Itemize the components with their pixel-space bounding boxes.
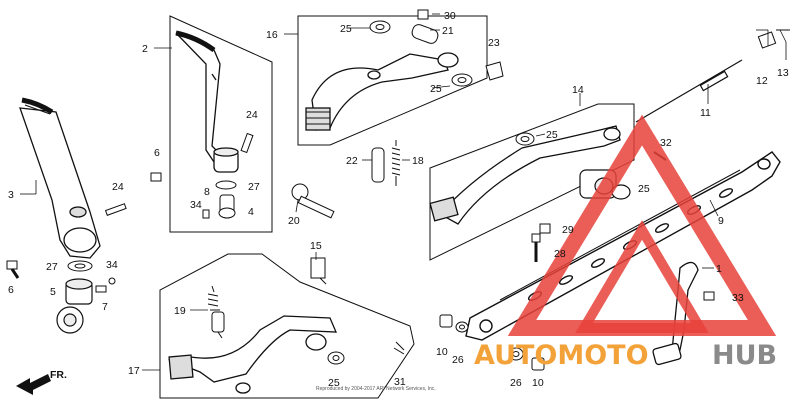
spring-18 xyxy=(391,140,401,186)
callout-25: 25 xyxy=(328,377,340,389)
callout-25: 25 xyxy=(546,129,558,141)
bolt-29-28 xyxy=(531,223,551,262)
callout-23: 23 xyxy=(488,37,500,49)
washer-25-shift xyxy=(327,351,345,365)
leader-lines xyxy=(20,13,787,371)
cotter-31 xyxy=(393,341,405,355)
callout-24: 24 xyxy=(112,181,124,193)
callout-21: 21 xyxy=(442,25,454,37)
washer-25-change xyxy=(515,132,535,146)
callout-8: 8 xyxy=(204,186,210,198)
spring-19 xyxy=(207,285,225,339)
callout-18: 18 xyxy=(412,155,424,167)
callout-13: 13 xyxy=(777,67,789,79)
callout-25: 25 xyxy=(340,23,352,35)
callout-3: 3 xyxy=(8,189,14,201)
kick-lever-2 xyxy=(175,30,239,173)
callout-11: 11 xyxy=(700,107,711,119)
callout-2: 2 xyxy=(142,43,148,55)
callout-33: 33 xyxy=(732,292,744,304)
callout-12: 12 xyxy=(756,75,768,87)
callout-22: 22 xyxy=(346,155,358,167)
nut-30 xyxy=(417,9,429,20)
washer-25-lower xyxy=(451,73,473,87)
watermark-brand-left: AUTOMOTO xyxy=(474,340,649,371)
cable-end-12 xyxy=(757,31,777,49)
washer-27-mid xyxy=(215,180,237,190)
watermark-brand-right: HUB xyxy=(712,340,777,371)
collar-22 xyxy=(371,147,385,183)
cable-11 xyxy=(635,59,743,123)
callout-14: 14 xyxy=(572,84,584,96)
pivot-bolt-20 xyxy=(291,183,335,219)
callout-34: 34 xyxy=(106,259,118,271)
clip-15 xyxy=(310,257,327,285)
callout-34: 34 xyxy=(190,199,202,211)
callout-27: 27 xyxy=(46,261,58,273)
callout-5: 5 xyxy=(50,286,56,298)
callout-20: 20 xyxy=(288,215,300,227)
callout-32: 32 xyxy=(660,137,672,149)
callout-29: 29 xyxy=(562,224,574,236)
washer-27-left xyxy=(67,260,93,272)
bolt-6-mid xyxy=(150,172,162,182)
bolt-24-mid xyxy=(240,132,254,154)
clip-34-left xyxy=(108,277,116,285)
brake-pedal-16 xyxy=(305,52,459,131)
front-marker-text: FR. xyxy=(50,369,67,381)
callout-6: 6 xyxy=(8,284,14,296)
nut-10-right xyxy=(531,357,545,371)
callout-10: 10 xyxy=(532,377,544,389)
callout-6: 6 xyxy=(154,147,160,159)
pin-34-mid xyxy=(202,209,210,219)
callout-1: 1 xyxy=(716,263,722,275)
shift-pedal-17 xyxy=(167,315,338,394)
bolt-24-left xyxy=(104,203,127,216)
washer-26-right xyxy=(508,347,524,361)
callout-31: 31 xyxy=(394,376,406,388)
front-arrow-icon: FR. xyxy=(16,369,67,395)
sleeve-21 xyxy=(411,24,439,44)
group-box-brake-pedal xyxy=(297,15,488,146)
callout-26: 26 xyxy=(452,354,464,366)
washer-25-top xyxy=(369,20,391,34)
pin-7 xyxy=(95,285,107,293)
callout-24: 24 xyxy=(246,109,258,121)
kick-lever-left xyxy=(19,97,101,259)
bolt-6-left xyxy=(6,260,20,279)
callout-9: 9 xyxy=(718,215,724,227)
callout-25: 25 xyxy=(638,183,650,195)
callout-7: 7 xyxy=(102,301,108,313)
callout-10: 10 xyxy=(436,346,448,358)
callout-4: 4 xyxy=(248,206,254,218)
clip-23 xyxy=(485,61,504,81)
group-box-shift-pedal xyxy=(159,253,415,399)
watermark-logo: AUTOMOTO HUB xyxy=(474,114,777,371)
bolt-33 xyxy=(703,291,715,301)
callout-30: 30 xyxy=(444,10,456,22)
kick-boss-5 xyxy=(56,278,93,334)
callout-25: 25 xyxy=(430,83,442,95)
callout-27: 27 xyxy=(248,181,260,193)
callout-15: 15 xyxy=(310,240,322,252)
copyright-note: Reproduced by 2004-2017 ARI Network Serv… xyxy=(316,386,436,392)
kick-boss-4 xyxy=(218,194,236,219)
callout-17: 17 xyxy=(128,365,140,377)
group-box-kick-lever xyxy=(169,15,273,233)
callout-26: 26 xyxy=(510,377,522,389)
step-bar-9 xyxy=(465,151,781,341)
washer-26-left xyxy=(455,321,469,333)
callout-19: 19 xyxy=(174,305,186,317)
change-pedal-14 xyxy=(429,125,621,225)
nut-10-left xyxy=(439,314,453,328)
callout-labels: 1 2 3 4 5 6 6 7 8 9 10 10 11 12 13 14 15… xyxy=(8,10,789,389)
callout-28: 28 xyxy=(554,248,566,260)
callout-16: 16 xyxy=(266,29,278,41)
